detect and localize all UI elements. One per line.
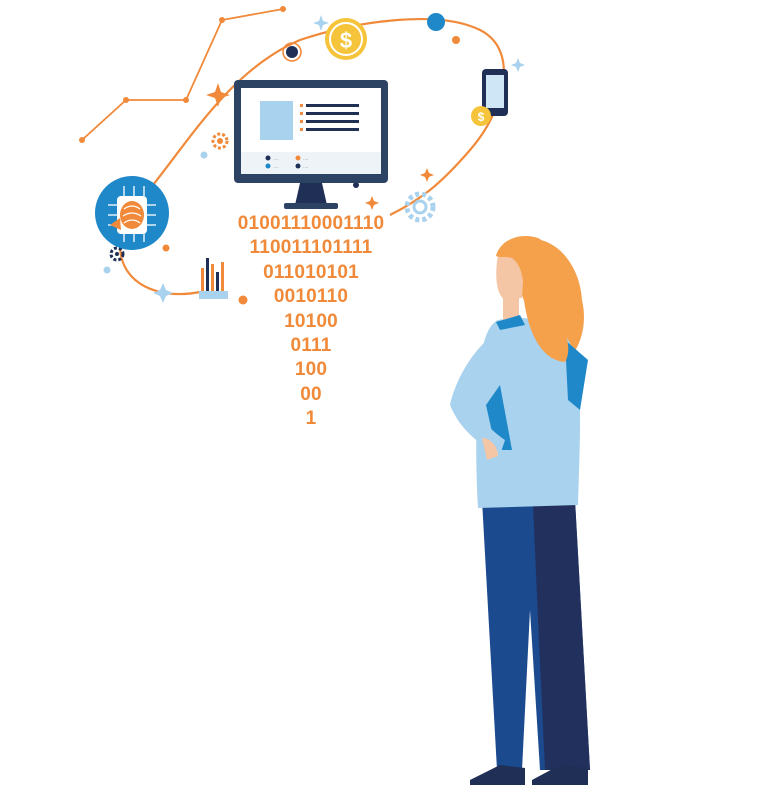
binary-code-stream: 01001110001110 110011101111 011010101 00…	[200, 212, 422, 432]
svg-text:$: $	[340, 28, 352, 53]
monitor-legend-label: ....	[273, 156, 279, 162]
line-chart-icon	[79, 6, 286, 143]
monitor: .... .... .... ....	[234, 80, 388, 209]
monitor-legend-label: ....	[303, 156, 309, 162]
bar-chart-icon	[199, 258, 228, 299]
sparkle-icon	[206, 83, 230, 107]
gear-icon	[404, 191, 436, 223]
gear-icon	[109, 246, 125, 262]
svg-text:$: $	[478, 110, 485, 124]
binary-line: 0111	[290, 335, 332, 357]
binary-line: 00	[300, 383, 322, 405]
blue-dot	[427, 13, 445, 31]
smartphone-icon	[482, 69, 508, 116]
sparkle-icon	[365, 168, 434, 210]
binary-line: 0010110	[273, 286, 349, 308]
orbit-path-lower	[118, 244, 201, 296]
sparkle-icon	[153, 15, 525, 303]
monitor-legend-label: ....	[303, 164, 309, 170]
woman-figure	[450, 236, 590, 785]
monitor-legend-label: ....	[273, 164, 279, 170]
chip-brain-icon	[95, 176, 169, 250]
binary-line: 10100	[284, 310, 338, 332]
gear-icon	[211, 132, 229, 150]
binary-line: 1	[305, 408, 317, 430]
coin-icon: $	[471, 106, 491, 126]
globe-icon	[282, 42, 302, 62]
decor-dots	[103, 36, 460, 305]
binary-line: 01001110001110	[237, 213, 385, 234]
binary-line: 100	[294, 359, 328, 381]
coin-icon: $	[325, 18, 367, 60]
binary-line: 011010101	[263, 261, 359, 283]
binary-line: 110011101111	[249, 237, 373, 259]
